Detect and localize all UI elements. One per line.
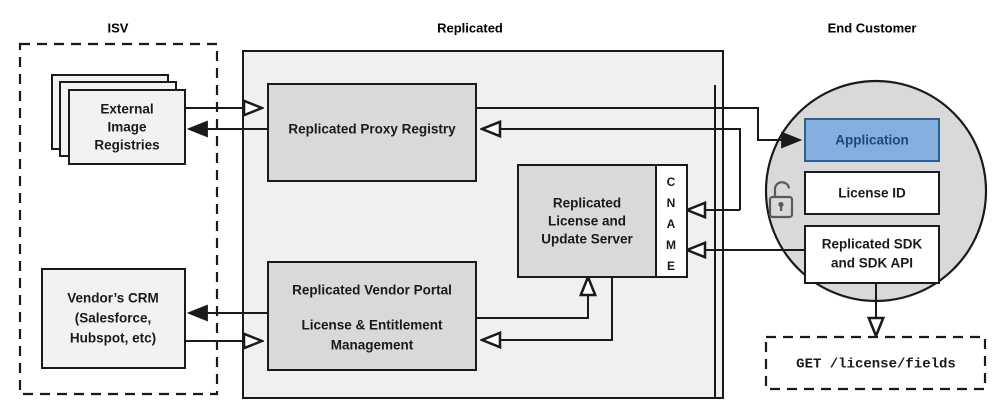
external-image-registries-label-1: External	[100, 102, 153, 117]
cname-letter-m: M	[666, 238, 676, 252]
replicated-sdk-box[interactable]	[804, 225, 940, 284]
api-call-label: GET /license/fields	[796, 357, 956, 373]
vendor-portal-label-3: Management	[331, 338, 414, 353]
license-id-box[interactable]	[804, 171, 940, 215]
license-server-label-1: Replicated	[553, 196, 621, 211]
vendor-portal-label-2: License & Entitlement	[301, 318, 443, 333]
vendors-crm-label-2: (Salesforce,	[75, 311, 152, 326]
vendors-crm-label-3: Hubspot, etc)	[70, 331, 156, 346]
connector-proxy-to-application	[476, 107, 800, 140]
cname-letter-c: C	[667, 175, 676, 189]
vendors-crm-label-1: Vendor’s CRM	[67, 291, 159, 306]
api-call-boundary	[764, 335, 987, 391]
cname-letter-e: E	[667, 259, 675, 273]
cname-strip[interactable]	[655, 164, 688, 278]
zone-label-isv: ISV	[108, 20, 129, 35]
vendor-portal-label-1: Replicated Vendor Portal	[292, 283, 452, 298]
replicated-vendor-portal[interactable]	[267, 261, 477, 371]
zone-label-replicated: Replicated	[437, 20, 503, 35]
vendors-crm[interactable]	[41, 268, 186, 369]
zone-label-end-customer: End Customer	[828, 20, 917, 35]
isv-zone-boundary	[18, 42, 219, 396]
application-label: Application	[835, 133, 909, 148]
application-box[interactable]	[804, 118, 940, 162]
replicated-proxy-registry-label: Replicated Proxy Registry	[288, 122, 456, 137]
external-image-registries-label-3: Registries	[94, 138, 159, 153]
connector-customer-to-proxy	[482, 129, 741, 210]
unlock-icon	[768, 181, 794, 219]
license-server-label-2: License and	[548, 214, 626, 229]
replicated-proxy-registry[interactable]	[267, 83, 477, 182]
cname-letter-n: N	[667, 196, 676, 210]
license-server-label-3: Update Server	[541, 232, 633, 247]
cname-letter-a: A	[667, 217, 676, 231]
replicated-sdk-label-1: Replicated SDK	[822, 237, 923, 252]
external-image-registries[interactable]	[68, 89, 186, 165]
connector-license-server-to-vendor-portal	[482, 277, 613, 340]
replicated-sdk-label-2: and SDK API	[831, 256, 913, 271]
connector-vendor-portal-to-license-server	[476, 277, 588, 319]
license-id-label: License ID	[838, 186, 906, 201]
external-image-registries-label-2: Image	[107, 120, 147, 135]
